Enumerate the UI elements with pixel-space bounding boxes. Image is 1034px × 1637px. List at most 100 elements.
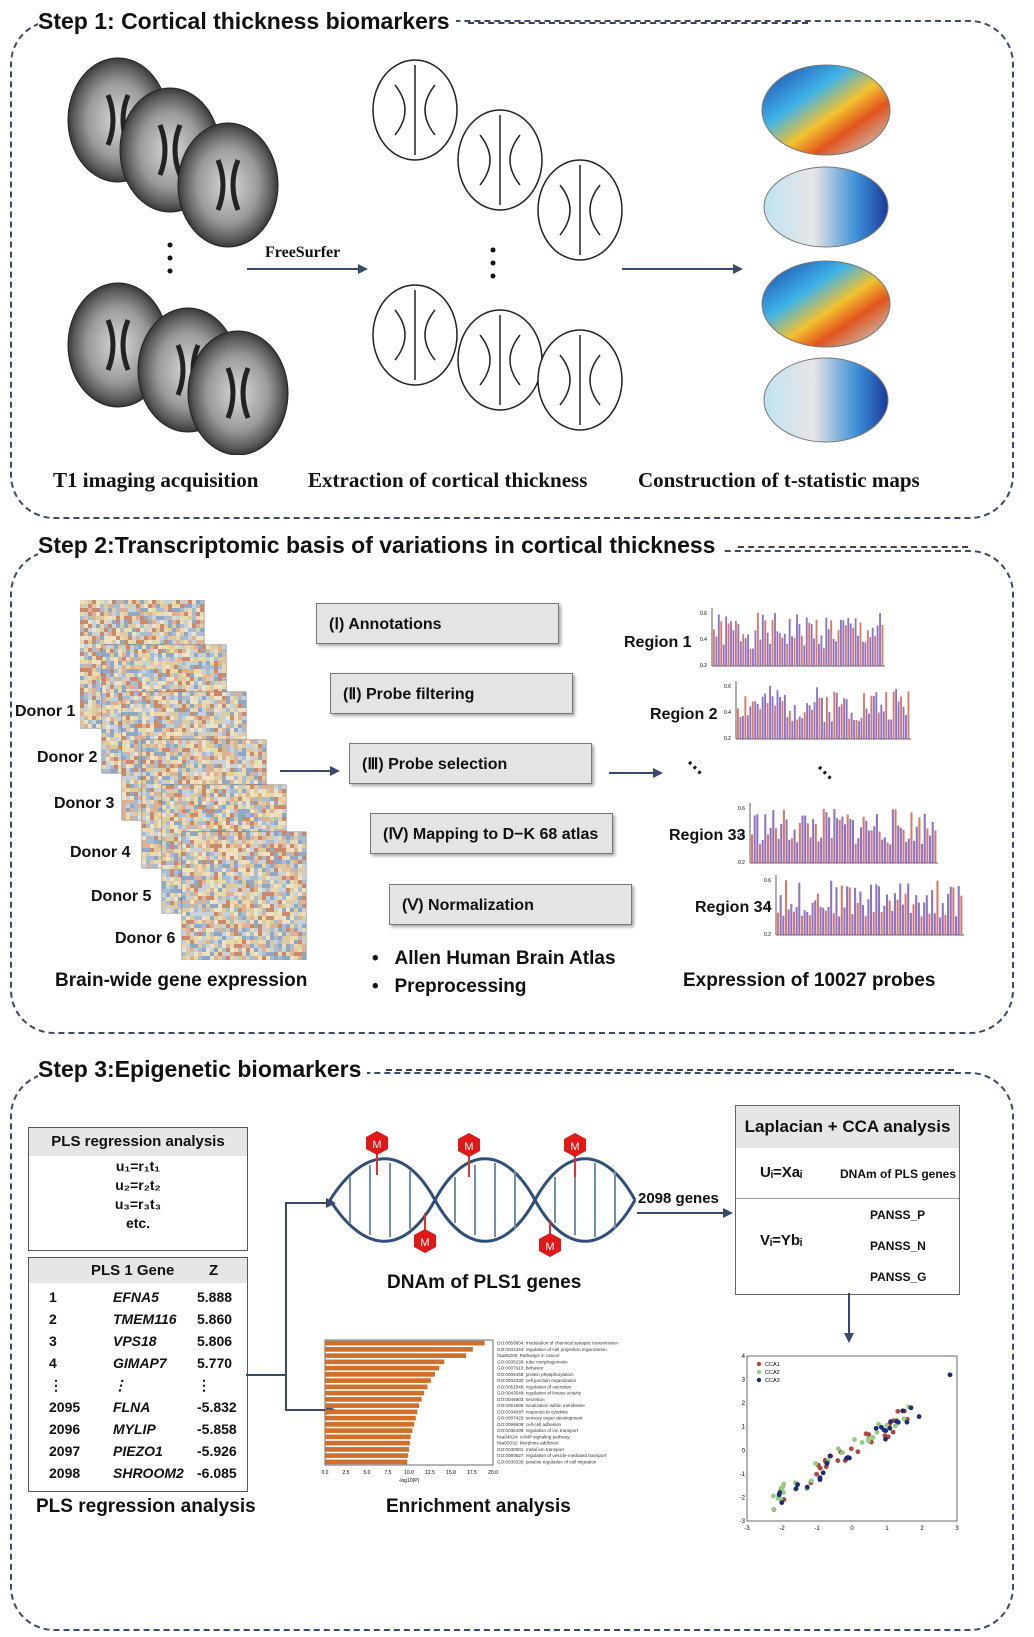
region-bar [866, 630, 869, 666]
gene-z-score: -6.085 [197, 1465, 237, 1481]
scatter-legend-label: CCA3 [765, 1378, 780, 1384]
region-bar [764, 620, 767, 666]
region-bar [896, 899, 899, 935]
donor-label-5: Donor 5 [91, 888, 152, 905]
methyl-group-5: M [539, 1233, 561, 1257]
region-bar [840, 619, 842, 666]
region-bar [758, 843, 762, 863]
region-bar [771, 696, 774, 739]
region-bar [877, 886, 881, 935]
region-bar [761, 614, 764, 666]
expression-heatmaps [80, 600, 307, 960]
scatter-point [840, 1450, 845, 1455]
region-bar [893, 893, 896, 935]
region-bar [929, 835, 932, 863]
region-bar [782, 915, 785, 935]
gene-z-score: 5.806 [197, 1333, 233, 1349]
region-bar [838, 916, 841, 935]
genes-arrow [637, 1208, 733, 1218]
region-axis-tick: 0.2 [724, 736, 731, 742]
region-bar [859, 827, 862, 863]
mri-slice [187, 330, 289, 455]
outline-slice [457, 309, 543, 411]
enrichment-bar-chart: GO:0050804: modulation of chemical synap… [322, 1339, 618, 1484]
region-bar [957, 886, 960, 935]
brain-lateral-left [761, 64, 891, 156]
region-bar [920, 916, 923, 935]
region-bar [819, 906, 822, 935]
enrichment-bar [325, 1428, 413, 1433]
region-bar [902, 706, 905, 739]
gene-symbol: ⋮ [113, 1377, 127, 1393]
scatter-point [852, 1437, 857, 1442]
region-bar [921, 843, 924, 863]
region-bar [854, 843, 857, 863]
region-bar [734, 620, 737, 666]
region-bar [746, 715, 749, 739]
region-bar [732, 630, 735, 666]
region-bar [827, 907, 830, 935]
enrichment-bar [325, 1453, 409, 1458]
region-bar [793, 829, 796, 863]
preprocess-arrow-out [609, 768, 663, 778]
region-bar [814, 824, 817, 863]
gene-z-score: 5.770 [197, 1355, 233, 1371]
region-bar [814, 900, 817, 935]
gene-rank: 2095 [49, 1399, 81, 1415]
gene-symbol: FLNA [113, 1399, 151, 1415]
step1-title: Step 1: Cortical thickness biomarkers [38, 8, 456, 35]
region-bar [816, 893, 819, 935]
enrichment-term: GO:0034330: cell junction organization [497, 1378, 577, 1383]
region-bar [820, 635, 823, 666]
region-bar [744, 638, 747, 666]
region-bar [901, 904, 904, 935]
enrichment-term: hsa04024: cAMP signaling pathway [497, 1434, 570, 1439]
scatter-point [876, 1421, 881, 1427]
region-bar [792, 911, 795, 935]
region-bar [864, 642, 867, 666]
region-bar [910, 812, 913, 863]
outline-slice [457, 109, 543, 211]
region-bar [800, 916, 803, 935]
enrichment-bar [325, 1447, 409, 1452]
step-probe-selection: (Ⅲ) Probe selection [349, 743, 592, 784]
tstat-brain-maps [761, 64, 891, 443]
region-bar [879, 613, 881, 666]
region-bar [801, 718, 804, 739]
region-bar [844, 625, 847, 666]
region-bar [822, 648, 825, 666]
region-bar [751, 701, 754, 739]
region-bar [867, 899, 870, 935]
region-bar [865, 820, 868, 863]
pls-regression-box: PLS regression analysis u₁=r₁t₁ u₂=r₂t₂ … [28, 1127, 248, 1251]
region-bar [790, 903, 793, 935]
donor-label-1: Donor 1 [15, 703, 76, 720]
region-bar [754, 630, 757, 666]
region-bar [720, 621, 723, 666]
enrichment-term: GO:0046903: secretion [497, 1397, 545, 1402]
scatter-point [916, 1414, 922, 1419]
enrichment-term: GO:0006468: protein phosphorylation [497, 1372, 574, 1377]
region-bar [782, 809, 785, 863]
region-bar [843, 907, 846, 935]
region-bar [822, 808, 825, 863]
scatter-point [813, 1461, 819, 1466]
region-bar [848, 887, 851, 935]
region-bar [808, 705, 811, 739]
cca-box-header: Laplacian + CCA analysis [736, 1106, 959, 1148]
region-bar [883, 905, 886, 935]
region-bar [759, 708, 762, 739]
region-bar [812, 819, 815, 863]
region-bar [754, 701, 757, 739]
region-bar [912, 904, 915, 935]
region-bar [742, 634, 745, 666]
region-bar [923, 813, 926, 863]
enrichment-term: GO:0034097: response to cytokine [497, 1409, 568, 1414]
region-bar [869, 637, 872, 666]
step-annotations: (Ⅰ) Annotations [316, 603, 559, 644]
scatter-point [883, 1436, 888, 1442]
region-bar [747, 634, 750, 666]
region-bar [931, 890, 934, 935]
enrichment-bar [325, 1415, 416, 1421]
